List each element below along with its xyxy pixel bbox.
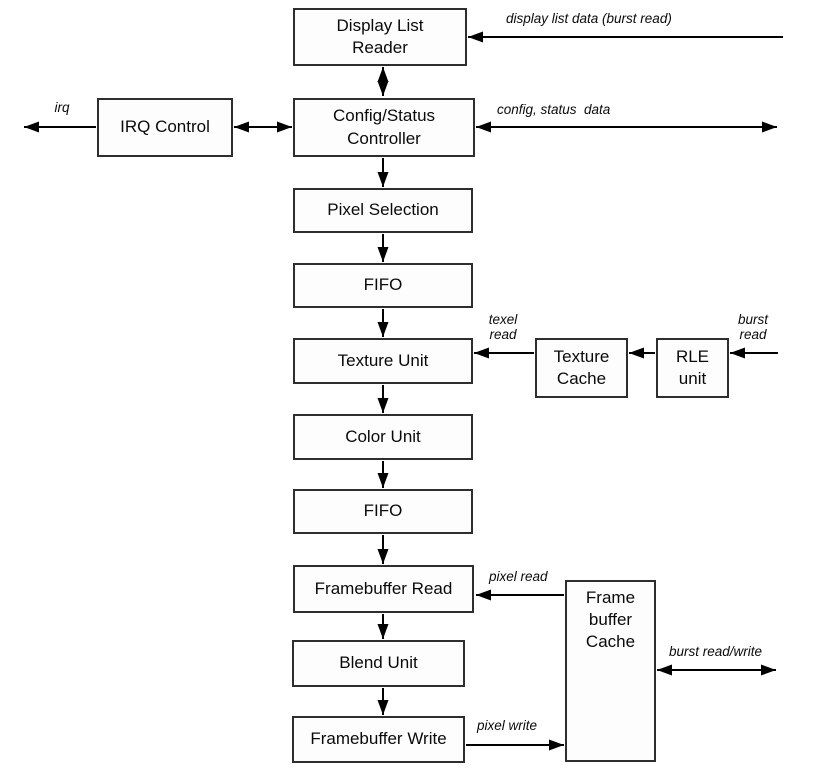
node-fifo-2: FIFO [293,489,473,534]
node-config-status-controller: Config/Status Controller [293,98,475,157]
label-config-status-data: config, status data [497,102,611,117]
node-irq-control: IRQ Control [97,98,233,157]
node-rle-unit: RLE unit [656,338,729,398]
label-display-list-data: display list data (burst read) [506,11,672,26]
label-irq: irq [54,100,70,115]
node-texture-cache: Texture Cache [535,338,628,398]
node-texture-unit: Texture Unit [293,338,473,384]
label-pixel-write: pixel write [477,718,538,733]
node-display-list-reader: Display List Reader [293,8,467,66]
node-color-unit: Color Unit [293,414,473,460]
label-burst-read: burst read [737,312,768,343]
label-burst-read-write: burst read/write [669,644,763,659]
node-framebuffer-write: Framebuffer Write [292,716,465,763]
node-framebuffer-cache: Frame buffer Cache [565,580,656,762]
label-pixel-read: pixel read [489,569,548,584]
node-blend-unit: Blend Unit [292,640,465,687]
node-framebuffer-read: Framebuffer Read [293,565,474,613]
node-fifo-1: FIFO [293,263,473,308]
label-texel-read: texel read [488,312,518,343]
node-pixel-selection: Pixel Selection [293,188,473,233]
